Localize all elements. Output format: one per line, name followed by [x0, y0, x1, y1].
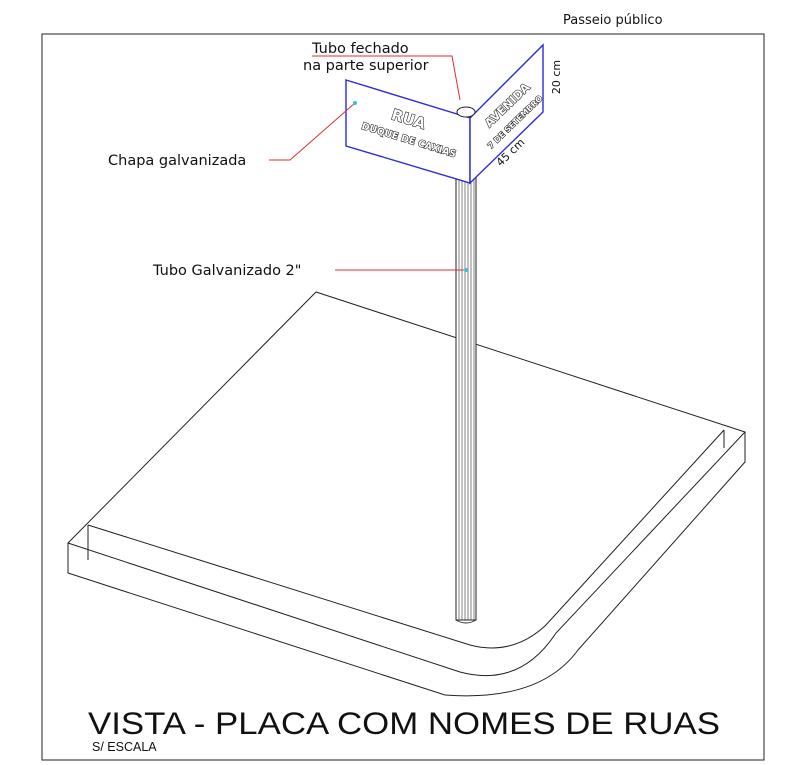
- annotation-sheet: Chapa galvanizada: [108, 153, 246, 169]
- location-label: Passeio público: [563, 13, 663, 28]
- pole-top-cap: [456, 106, 476, 118]
- drawing-title: VISTA - PLACA COM NOMES DE RUAS: [88, 705, 720, 741]
- leader-sheet: [269, 102, 356, 161]
- marker-pole: [464, 268, 468, 272]
- sign-plate-left: RUA DUQUE DE CAXIAS: [345, 79, 471, 184]
- galvanized-pole: [455, 119, 477, 624]
- leader-lines: [269, 55, 466, 271]
- annotation-top-tube-line1: Tubo fechado: [311, 41, 409, 57]
- annotation-pole: Tubo Galvanizado 2": [152, 263, 301, 279]
- drawing-frame: [41, 33, 765, 761]
- dimension-height-20cm: 20 cm: [550, 60, 563, 94]
- annotation-top-tube-line2: na parte superior: [303, 58, 429, 74]
- leader-top-tube: [312, 55, 461, 101]
- scale-note: S/ ESCALA: [92, 740, 157, 754]
- sidewalk-slab: [67, 291, 746, 697]
- marker-sheet: [353, 101, 357, 105]
